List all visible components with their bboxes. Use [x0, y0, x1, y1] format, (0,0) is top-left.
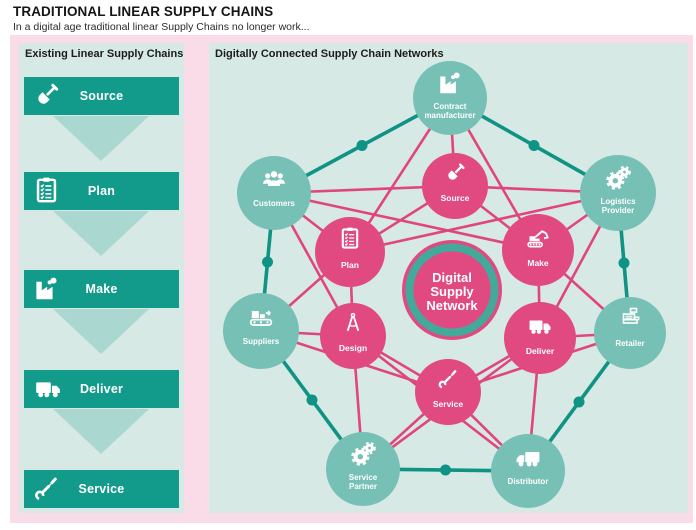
node-circle [580, 155, 656, 231]
infographic-board: Existing Linear Supply Chains Source Pla… [10, 35, 693, 523]
node-deliver: Deliver [504, 302, 576, 374]
page-title: TRADITIONAL LINEAR SUPPLY CHAINS [13, 4, 274, 19]
arrow-down-icon [53, 309, 149, 354]
node-source: Source [422, 153, 488, 219]
arrow-down-icon [53, 211, 149, 256]
step-plan: Plan [24, 172, 179, 210]
node-label: Service [349, 473, 378, 482]
node-service-partner: Service Partner [326, 432, 400, 506]
node-circle [223, 293, 299, 369]
node-circle [315, 217, 385, 287]
node-suppliers: Suppliers [223, 293, 299, 369]
node-label: Make [527, 258, 549, 268]
page-header: TRADITIONAL LINEAR SUPPLY CHAINS In a di… [13, 4, 310, 33]
hub-label: Supply [430, 284, 474, 299]
step-make: Make [24, 270, 179, 308]
node-make: Make [502, 214, 574, 286]
node-circle [422, 153, 488, 219]
step-label: Plan [87, 184, 116, 198]
node-label: Deliver [526, 346, 555, 356]
node-label: Logistics [600, 197, 636, 206]
node-plan: Plan [315, 217, 385, 287]
linear-supply-panel: Existing Linear Supply Chains Source Pla… [19, 43, 184, 513]
node-label: Plan [341, 260, 359, 270]
step-label: Make [85, 282, 118, 296]
node-customers: Customers [237, 156, 311, 230]
node-circle [594, 297, 666, 369]
network-link-dots [262, 140, 630, 476]
node-label: Suppliers [243, 337, 280, 346]
node-distributor: Distributor [491, 434, 565, 508]
node-circle [413, 61, 487, 135]
node-logistics-provider: Logistics Provider [580, 155, 656, 231]
node-label: Design [339, 343, 367, 353]
node-label: Partner [349, 482, 377, 491]
network-diagram: Contract manufacturer Customers Logistic… [223, 61, 666, 508]
node-circle [237, 156, 311, 230]
node-label: Retailer [615, 339, 644, 348]
node-circle [491, 434, 565, 508]
node-label: manufacturer [424, 111, 475, 120]
hub-label: Digital [432, 270, 472, 285]
hub-inner-circle [413, 251, 491, 329]
node-label: Contract [434, 102, 467, 111]
node-circle [504, 302, 576, 374]
node-service: Service [415, 359, 481, 425]
arrow-down-icon [53, 116, 149, 161]
node-digital-supply-network: Digital Supply Network [402, 240, 502, 340]
network-panel: Digitally Connected Supply Chain Network… [209, 43, 688, 513]
step-service: Service [24, 470, 179, 508]
node-label: Provider [602, 206, 634, 215]
network-panel-heading: Digitally Connected Supply Chain Network… [215, 48, 444, 60]
node-circle [320, 303, 386, 369]
node-label: Service [433, 399, 464, 409]
step-source: Source [24, 77, 179, 115]
node-circle [326, 432, 400, 506]
hub-label: Network [426, 298, 478, 313]
linear-panel-heading: Existing Linear Supply Chains [25, 48, 184, 60]
arrow-down-icon [53, 409, 149, 454]
node-label: Distributor [508, 477, 549, 486]
node-retailer: Retailer [594, 297, 666, 369]
hub-ring [405, 243, 499, 337]
node-design: Design [320, 303, 386, 369]
node-contract-manufacturer: Contract manufacturer [413, 61, 487, 135]
node-circle [415, 359, 481, 425]
step-label: Deliver [79, 382, 124, 396]
step-label: Service [78, 482, 125, 496]
page-subtitle: In a digital age traditional linear Supp… [13, 21, 310, 33]
node-label: Source [441, 193, 470, 203]
step-label: Source [79, 89, 124, 103]
node-label: Customers [253, 199, 295, 208]
node-circle [502, 214, 574, 286]
step-deliver: Deliver [24, 370, 179, 408]
